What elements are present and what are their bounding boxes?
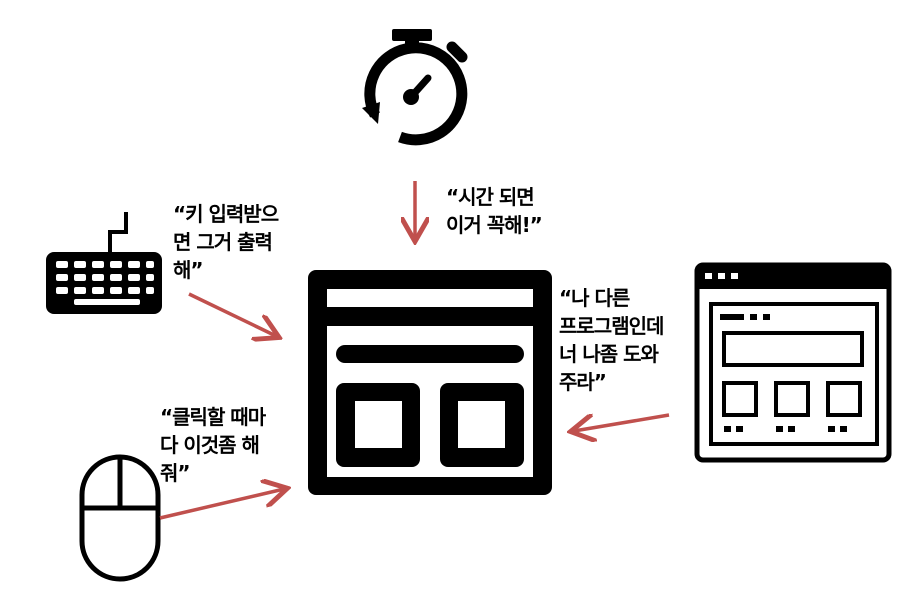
quote-line: “시간 되면 [446, 185, 535, 209]
stopwatch-icon [362, 29, 468, 146]
central-window-icon [308, 270, 552, 495]
program-window-icon [694, 262, 892, 463]
keyboard-icon [46, 212, 162, 314]
quote-line: 줘” [160, 461, 191, 485]
mouse-quote: “클릭할 때마 다 이것좀 해 줘” [160, 403, 266, 487]
quote-line: 이거 꼭해!” [446, 213, 543, 237]
quote-line: “클릭할 때마 [160, 405, 266, 429]
timer-quote: “시간 되면 이거 꼭해!” [446, 183, 543, 239]
quote-line: 해” [173, 258, 204, 282]
quote-line: 프로그램인데 [559, 314, 664, 338]
quote-line: 다 이것좀 해 [160, 433, 260, 457]
keyboard-quote: “키 입력받으 면 그거 출력 해” [173, 200, 279, 284]
quote-line: 주라” [559, 370, 607, 394]
quote-line: “키 입력받으 [173, 202, 279, 226]
mouse-arrow [159, 489, 284, 520]
quote-line: 너 나좀 도와 [559, 342, 659, 366]
quote-line: “나 다른 [559, 286, 630, 310]
quote-line: 면 그거 출력 [173, 230, 273, 254]
program-arrow [574, 413, 670, 431]
program-quote: “나 다른 프로그램인데 너 나좀 도와 주라” [559, 284, 664, 396]
keyboard-arrow [188, 292, 276, 336]
mouse-icon [79, 454, 161, 582]
